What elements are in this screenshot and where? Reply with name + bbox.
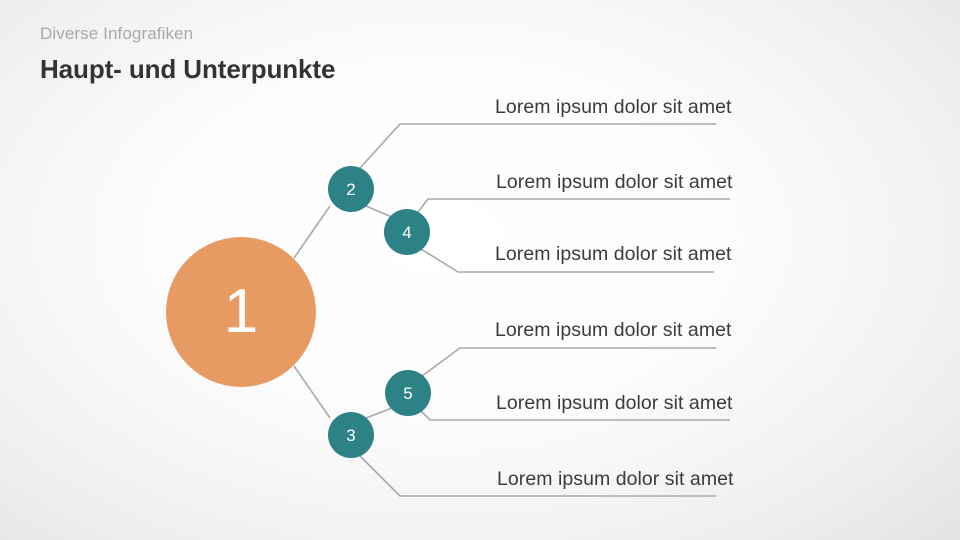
node-4[interactable] [384, 209, 430, 255]
connector-node-2-to-item-1 [359, 123, 716, 169]
item-6-text[interactable]: Lorem ipsum dolor sit amet [497, 468, 734, 490]
node-2-shape [328, 166, 374, 212]
connector-node-3-to-item-6 [359, 455, 716, 497]
node-5[interactable] [385, 370, 431, 416]
slide-eyebrow: Diverse Infografiken [40, 24, 194, 43]
connector-node-3-to-node-5 [365, 407, 393, 419]
node-2[interactable] [328, 166, 374, 212]
connector-node-5-to-item-4 [421, 347, 716, 377]
connector-root-to-node-2 [293, 205, 331, 259]
item-3-text[interactable]: Lorem ipsum dolor sit amet [495, 243, 732, 265]
connector-node-5-to-item-5 [418, 408, 730, 421]
root-node-shape [166, 237, 316, 387]
node-3[interactable] [328, 412, 374, 458]
connector-root-to-node-3 [293, 365, 331, 419]
item-1-text[interactable]: Lorem ipsum dolor sit amet [495, 96, 732, 118]
item-2-text[interactable]: Lorem ipsum dolor sit amet [496, 171, 733, 193]
item-4-text[interactable]: Lorem ipsum dolor sit amet [495, 319, 732, 341]
node-group [166, 166, 431, 458]
node-3-shape [328, 412, 374, 458]
root-node[interactable] [166, 237, 316, 387]
connector-node-4-to-item-3 [420, 248, 714, 273]
item-5-text[interactable]: Lorem ipsum dolor sit amet [496, 392, 733, 414]
connector-group [293, 123, 730, 497]
connector-node-2-to-node-4 [365, 205, 393, 218]
page-title: Haupt- und Unterpunkte [40, 54, 336, 84]
connector-node-4-to-item-2 [417, 198, 730, 213]
node-5-shape [385, 370, 431, 416]
node-4-shape [384, 209, 430, 255]
